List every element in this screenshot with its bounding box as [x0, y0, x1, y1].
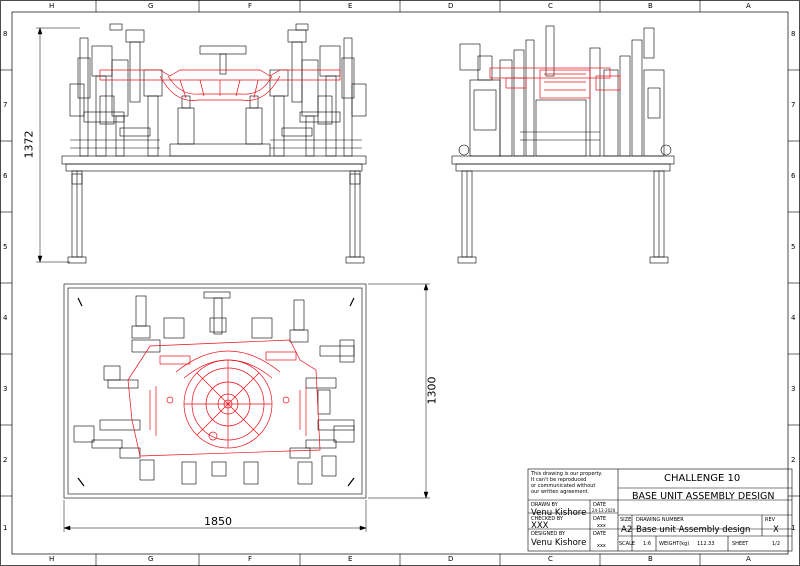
- ownership-notice-line-1: This drawing is our property.: [531, 471, 603, 477]
- column-label-bottom-f: F: [248, 555, 253, 563]
- checked-by-value: XXX: [531, 521, 549, 531]
- row-label-right-2: 2: [791, 456, 796, 464]
- column-label-top-a: A: [746, 2, 751, 10]
- row-label-right-1: 1: [791, 524, 796, 532]
- row-label-left-3: 3: [3, 385, 8, 393]
- column-label-top-f: F: [248, 2, 253, 10]
- weight-label: WEIGHT(kg): [659, 541, 690, 547]
- assembly-title: BASE UNIT ASSEMBLY DESIGN: [632, 491, 775, 502]
- column-label-top-h: H: [49, 2, 55, 10]
- row-label-left-4: 4: [3, 314, 8, 322]
- column-label-bottom-a: A: [746, 555, 751, 563]
- dimension-width: 1850: [204, 515, 232, 528]
- column-label-top-d: D: [448, 2, 454, 10]
- project-title: CHALLENGE 10: [664, 473, 741, 484]
- designed-date-value: xxx: [597, 543, 606, 549]
- drawn-by-value: Venu Kishore: [531, 508, 587, 518]
- column-label-bottom-g: G: [148, 555, 154, 563]
- ownership-notice-line-4: our written agreement.: [531, 489, 590, 495]
- row-label-left-6: 6: [3, 172, 8, 180]
- column-label-bottom-d: D: [448, 555, 454, 563]
- sheet-value: 1/2: [772, 541, 781, 547]
- row-label-left-2: 2: [3, 456, 8, 464]
- side-view: [451, 25, 675, 264]
- column-label-top-g: G: [148, 2, 154, 10]
- rev-label: REV: [765, 517, 776, 523]
- checked-date-label: DATE: [593, 516, 607, 522]
- row-label-left-5: 5: [3, 243, 8, 251]
- rev-value: X: [773, 525, 779, 535]
- row-label-right-3: 3: [791, 385, 796, 393]
- scale-value: 1:6: [643, 541, 652, 547]
- drawn-by-label: DRAWN BY: [531, 502, 558, 508]
- weight-value: 112.33: [697, 541, 715, 547]
- top-view: [63, 283, 367, 499]
- column-label-bottom-e: E: [348, 555, 353, 563]
- ownership-notice-line-2: It can't be reproduced: [531, 477, 587, 483]
- row-label-right-4: 4: [791, 314, 796, 322]
- column-label-top-c: C: [548, 2, 553, 10]
- column-label-bottom-b: B: [648, 555, 653, 563]
- ownership-notice-line-3: or communicated without: [531, 483, 596, 489]
- column-label-top-e: E: [348, 2, 353, 10]
- drawing-number-value: Base unit Assembly design: [636, 525, 751, 535]
- row-label-right-5: 5: [791, 243, 796, 251]
- scale-label: SCALE: [619, 541, 636, 547]
- dimension-lines: [36, 27, 430, 532]
- top-view-part: [127, 339, 321, 457]
- drawing-number-label: DRAWING NUMBER: [636, 517, 684, 523]
- row-label-left-8: 8: [3, 30, 8, 38]
- column-label-top-b: B: [648, 2, 653, 10]
- front-view: [61, 23, 367, 264]
- column-label-bottom-h: H: [49, 555, 55, 563]
- row-label-right-7: 7: [791, 101, 796, 109]
- checked-by-label: CHECKED BY: [531, 516, 563, 522]
- dimension-depth: 1300: [425, 376, 439, 405]
- side-view-part: [489, 67, 621, 99]
- designed-by-value: Venu Kishore: [531, 538, 587, 548]
- dimension-height: 1372: [22, 130, 36, 159]
- row-label-right-8: 8: [791, 30, 796, 38]
- checked-date-value: xxx: [597, 523, 606, 529]
- column-label-bottom-c: C: [548, 555, 553, 563]
- sheet-label: SHEET: [732, 541, 749, 547]
- row-label-right-6: 6: [791, 172, 796, 180]
- size-label: SIZE: [620, 517, 632, 523]
- designed-date-label: DATE: [593, 531, 607, 537]
- designed-by-label: DESIGNED BY: [531, 531, 566, 537]
- front-view-part: [99, 69, 341, 101]
- size-value: A2: [621, 525, 633, 535]
- drawn-date-label: DATE: [593, 502, 607, 508]
- title-block-grid: [527, 468, 793, 552]
- row-label-left-7: 7: [3, 101, 8, 109]
- row-label-left-1: 1: [3, 524, 8, 532]
- drawn-date-value: 24-12-2020: [592, 508, 616, 513]
